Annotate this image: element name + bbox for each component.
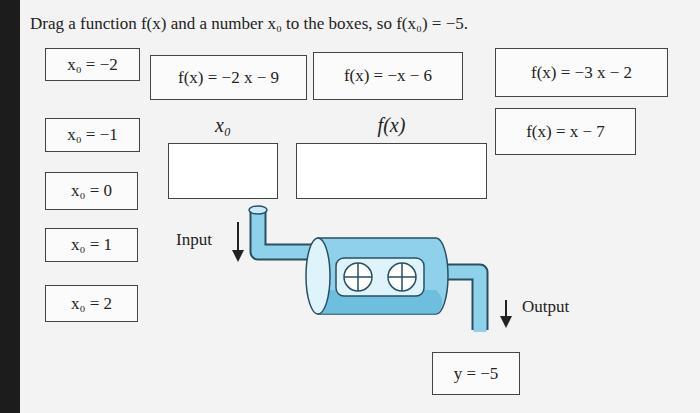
box-text: x₀ = 2 — [71, 294, 112, 314]
box-text: x₀ = 1 — [71, 235, 112, 255]
input-label: Input — [176, 230, 212, 250]
drag-box: x₀ = −1 — [45, 118, 140, 152]
drag-box: f(x) = x − 7 — [495, 108, 636, 155]
box-text: f(x) = x − 7 — [526, 122, 605, 142]
drag-box: f(x) = −x − 6 — [313, 52, 463, 100]
box-text: x₀ = −2 — [67, 55, 118, 75]
box-heading: x₀ — [169, 114, 277, 137]
output-label: Output — [522, 297, 569, 317]
output-box: y = −5 — [432, 352, 520, 395]
box-text: x₀ = 0 — [71, 181, 112, 201]
gear-window — [344, 263, 372, 291]
drag-box: x₀ = −2 — [45, 48, 140, 81]
drop-box: f(x) — [296, 143, 487, 199]
drop-box: x₀ — [168, 143, 278, 199]
box-text: f(x) = −3 x − 2 — [531, 63, 632, 83]
box-text: x₀ = −1 — [67, 125, 118, 145]
drag-box: x₀ = 1 — [45, 228, 138, 262]
box-text: f(x) = −x − 6 — [344, 66, 432, 86]
drag-box: x₀ = 2 — [45, 285, 138, 322]
box-heading: f(x) — [297, 114, 486, 137]
box-text: f(x) = −2 x − 9 — [178, 68, 279, 88]
dark-border-strip — [0, 0, 20, 413]
box-text: y = −5 — [454, 364, 499, 384]
machine-cylinder — [318, 238, 448, 314]
instruction-title: Drag a function f(x) and a number x₀ to … — [30, 14, 468, 34]
drag-box: f(x) = −2 x − 9 — [150, 55, 307, 100]
drag-box: f(x) = −3 x − 2 — [495, 48, 668, 97]
input-pipe — [258, 212, 318, 252]
gear-window — [388, 263, 416, 291]
drag-box: x₀ = 0 — [45, 172, 138, 210]
